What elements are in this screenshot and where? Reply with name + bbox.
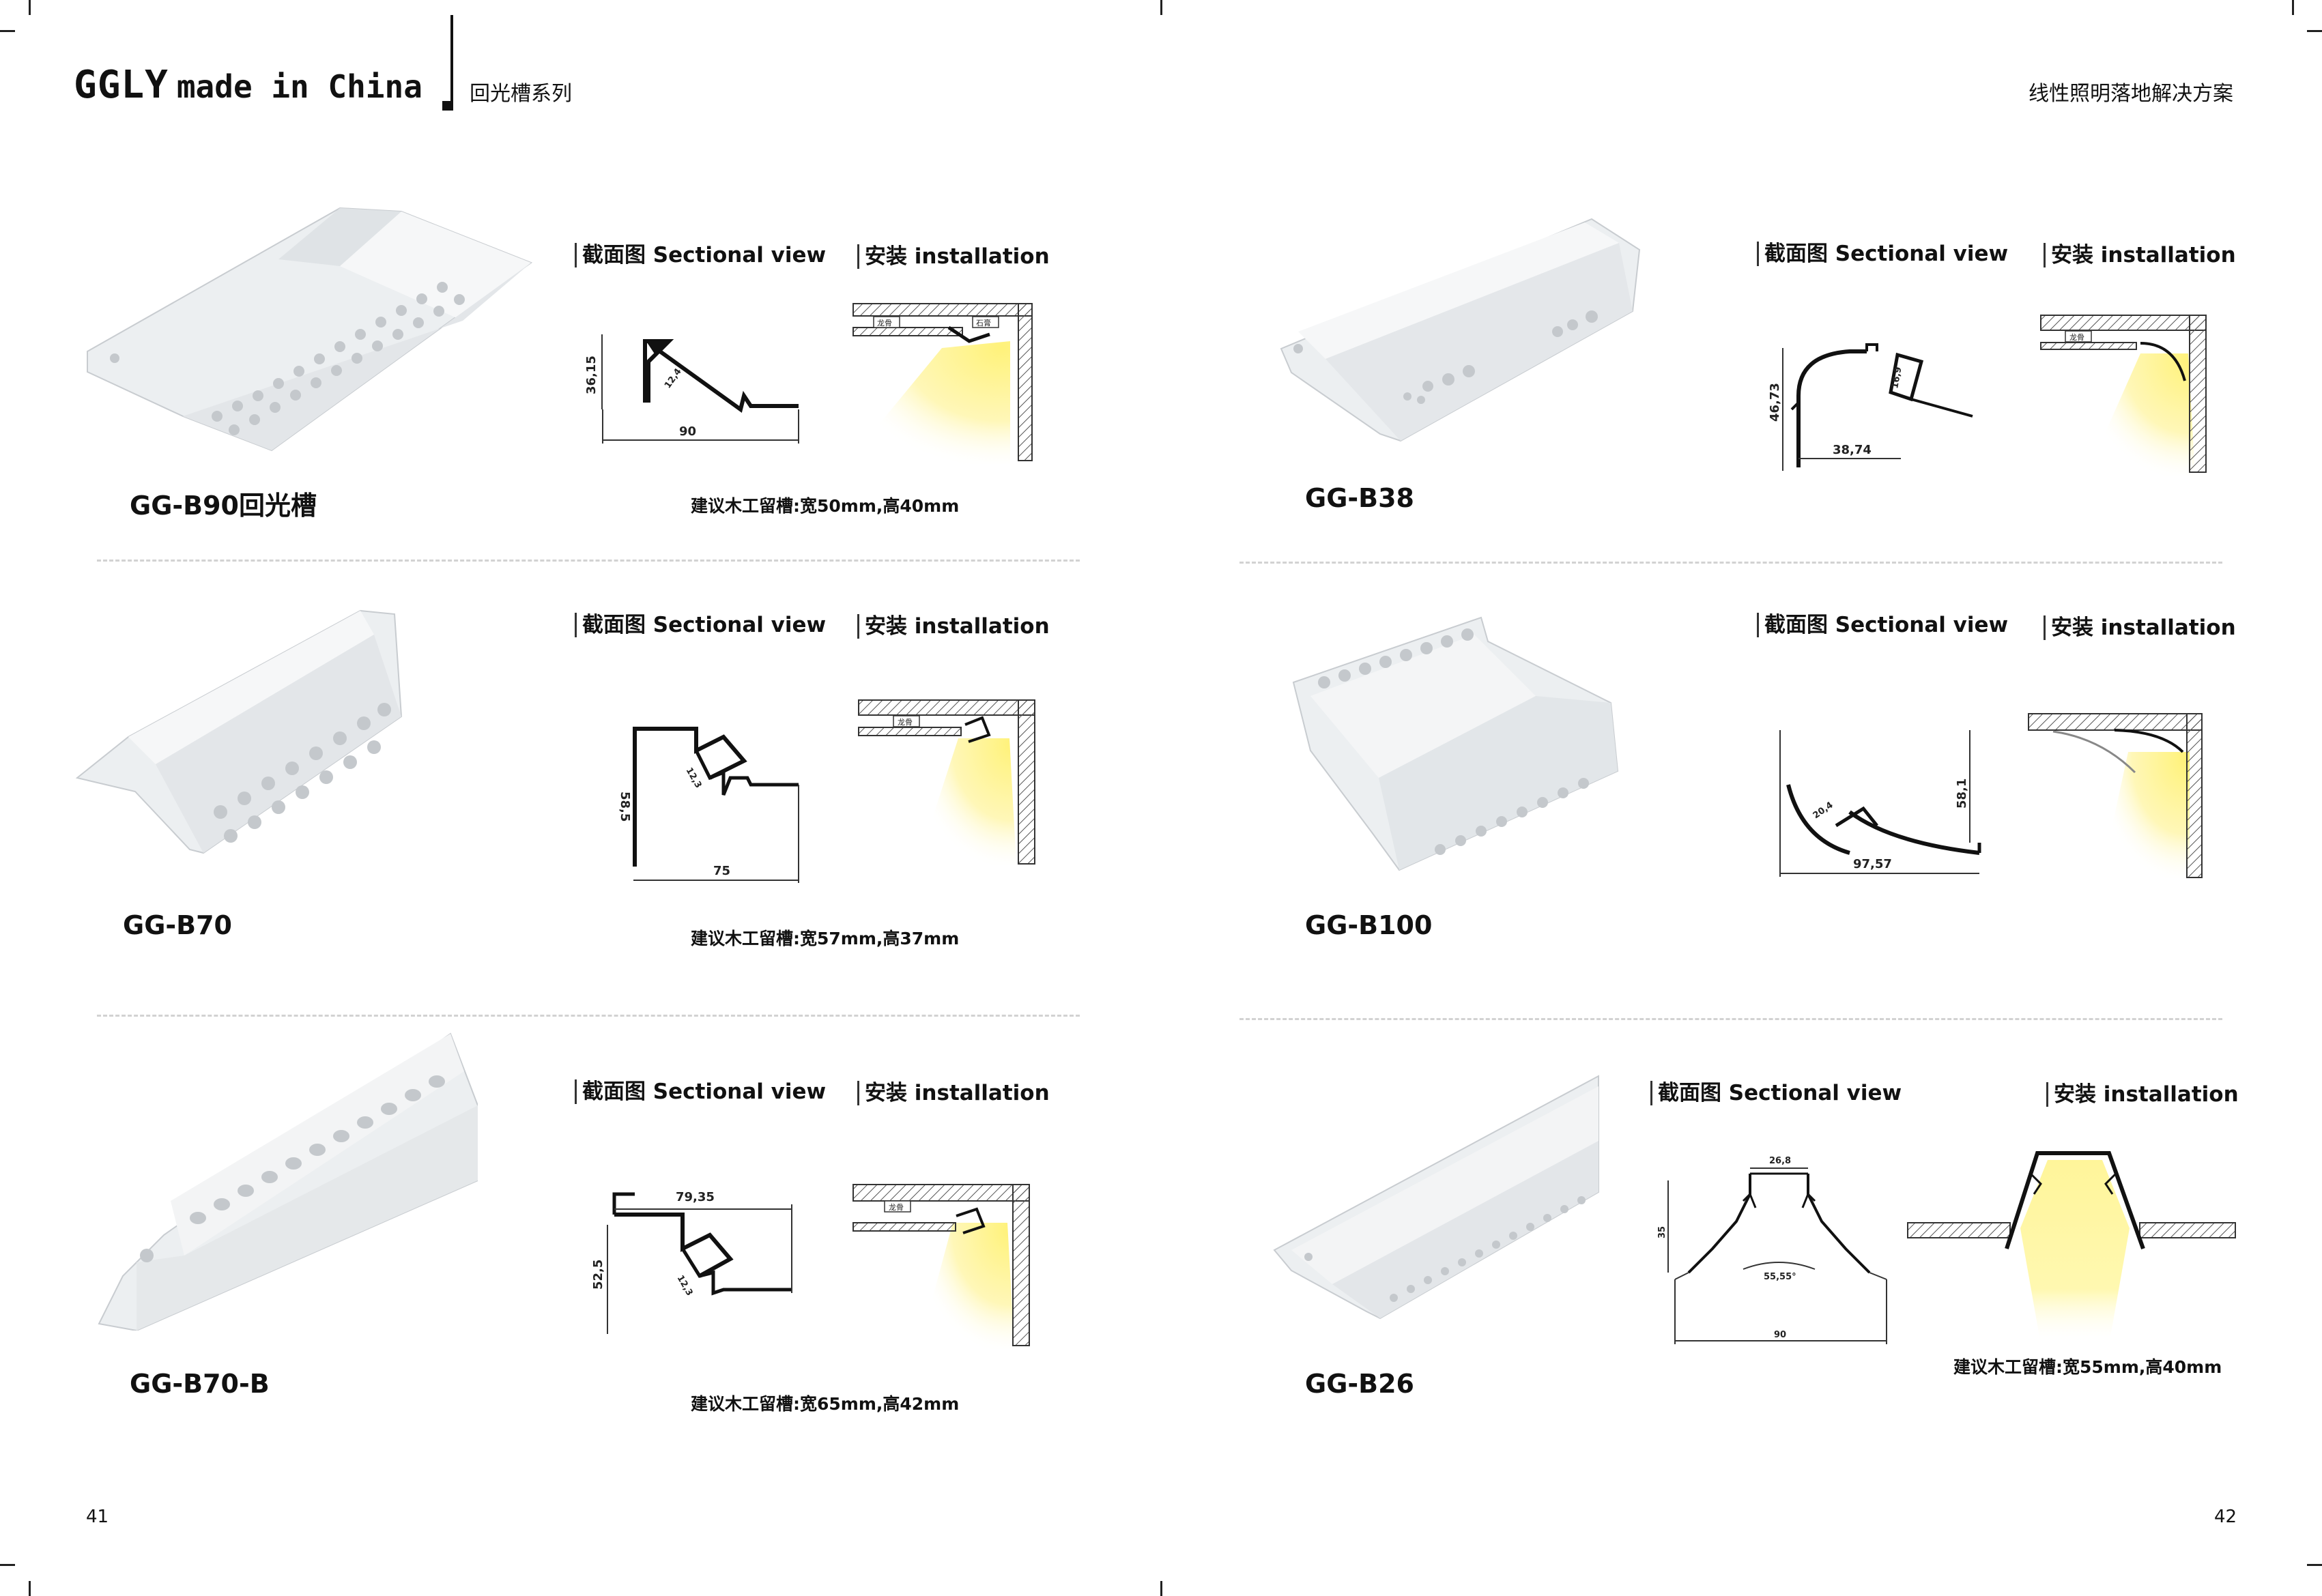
model-name: GG-B38: [1305, 483, 1414, 513]
model-name: GG-B70-B: [130, 1369, 270, 1399]
model-name: GG-B100: [1305, 910, 1433, 940]
dim-top-width: 26,8: [1769, 1156, 1791, 1166]
product-photo-b70b: [98, 1032, 478, 1331]
sectional-view-label: 截面图 Sectional view: [575, 1079, 826, 1104]
separator: [97, 1015, 1080, 1017]
installation-label: 安装 installation: [857, 614, 1050, 639]
series-title: 回光槽系列: [470, 82, 572, 106]
dim-angle: 55,55°: [1764, 1272, 1796, 1282]
tag-longgu: 龙骨: [877, 319, 892, 328]
slot-note: 建议木工留槽:宽57mm,高37mm: [691, 929, 960, 948]
brand-tagline: made in China: [176, 68, 422, 105]
dim-slot: 16,9: [1890, 366, 1904, 389]
tag-longgu: 龙骨: [898, 718, 913, 727]
crop-mark: [2307, 30, 2322, 32]
dim-slot: 12,3: [684, 766, 704, 790]
product-photo-b100: [1292, 616, 1619, 871]
solution-title: 线性照明落地解决方案: [2029, 82, 2233, 106]
sectional-drawing-b70: 58,5 12,3 75: [618, 727, 799, 883]
sectional-view-label: 截面图 Sectional view: [1650, 1081, 1902, 1105]
dim-width: 38,74: [1833, 443, 1872, 457]
slot-note: 建议木工留槽:宽50mm,高40mm: [691, 496, 960, 516]
crop-mark: [1160, 0, 1162, 15]
installation-drawing-b26: [1907, 1151, 2236, 1344]
crop-mark: [0, 1564, 15, 1566]
model-name: GG-B26: [1305, 1369, 1414, 1399]
installation-label: 安装 installation: [2044, 615, 2236, 640]
sectional-view-label: 截面图 Sectional view: [1757, 242, 2008, 266]
slot-note: 建议木工留槽:宽65mm,高42mm: [691, 1394, 960, 1414]
slot-note: 建议木工留槽:宽55mm,高40mm: [1953, 1357, 2222, 1377]
product-photo-b70: [75, 609, 403, 854]
crop-mark: [1160, 1581, 1162, 1596]
sectional-drawing-b100: 58,1 20,4 97,57: [1779, 730, 1981, 877]
crop-mark: [0, 30, 15, 32]
tag-longgu: 龙骨: [889, 1203, 904, 1212]
product-photo-b90: [87, 207, 533, 452]
dim-height: 46,73: [1768, 383, 1782, 422]
crop-mark: [2292, 0, 2294, 15]
dim-height: 36,15: [584, 356, 599, 394]
dim-width: 79,35: [676, 1190, 715, 1204]
model-name: GG-B70: [123, 910, 232, 940]
sectional-drawing-b90: 36,15 12,4 90: [584, 334, 799, 444]
dim-height: 52,5: [591, 1260, 605, 1290]
dim-height: 58,5: [618, 792, 632, 822]
page-number-left: 41: [86, 1507, 109, 1527]
installation-label: 安装 installation: [2044, 243, 2236, 267]
dim-width: 75: [713, 864, 730, 878]
sectional-view-label: 截面图 Sectional view: [1757, 613, 2008, 637]
dim-width: 90: [1774, 1330, 1786, 1340]
separator: [1239, 562, 2222, 564]
sectional-view-label: 截面图 Sectional view: [575, 243, 826, 267]
brand-name: GGLY: [74, 63, 169, 107]
sectional-view-label: 截面图 Sectional view: [575, 613, 826, 637]
sectional-drawing-b26: 26,8 35 55,55° 90: [1657, 1156, 1887, 1344]
tag-shiban: 石膏: [976, 318, 991, 328]
page-number-right: 42: [2214, 1507, 2237, 1527]
separator: [1239, 1018, 2222, 1020]
sectional-drawing-b70b: 79,35 52,5 12,3: [591, 1190, 792, 1334]
dim-slot: 20,4: [1811, 800, 1835, 822]
sectional-drawing-b38: 46,73 16,9 38,74: [1768, 343, 1973, 471]
dim-height: 58,1: [1955, 779, 1969, 809]
installation-label: 安装 installation: [2046, 1082, 2239, 1107]
product-photo-b26: [1273, 1075, 1599, 1320]
header-divider-foot: [442, 101, 452, 111]
installation-drawing-b70: 龙骨: [858, 699, 1035, 865]
dim-slot: 12,3: [675, 1274, 695, 1298]
installation-drawing-b70b: 龙骨: [852, 1184, 1030, 1349]
product-photo-b38: [1280, 218, 1641, 442]
dim-height: 35: [1657, 1226, 1667, 1238]
crop-mark: [29, 1581, 31, 1596]
dim-slot: 12,4: [663, 366, 684, 390]
dim-width: 90: [679, 424, 696, 439]
installation-label: 安装 installation: [857, 1081, 1050, 1105]
dim-width: 97,57: [1853, 857, 1892, 871]
installation-drawing-b38: 龙骨: [2040, 315, 2207, 476]
crop-mark: [29, 0, 31, 15]
installation-label: 安装 installation: [857, 244, 1050, 269]
header-divider: [450, 15, 453, 111]
model-name: GG-B90回光槽: [130, 491, 317, 521]
tag-longgu: 龙骨: [2069, 333, 2084, 342]
crop-mark: [2307, 1564, 2322, 1566]
separator: [97, 560, 1080, 562]
installation-drawing-b100: [2028, 713, 2203, 878]
installation-drawing-b90: 龙骨 石膏: [846, 303, 1033, 464]
